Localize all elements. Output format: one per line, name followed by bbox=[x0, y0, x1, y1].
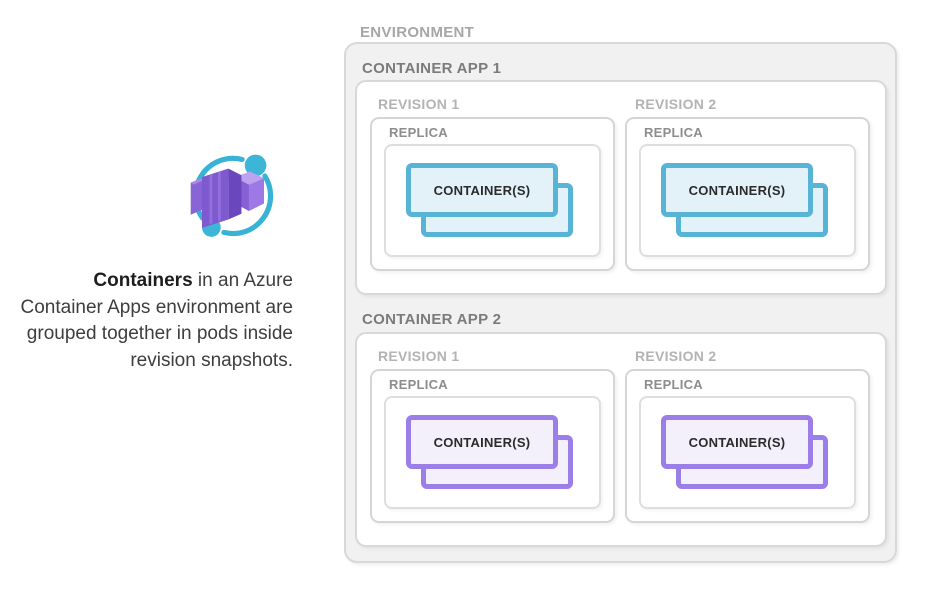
container-app-2-label: CONTAINER APP 2 bbox=[362, 311, 502, 328]
cube-main-side-icon bbox=[228, 168, 242, 220]
cube-slab-icon bbox=[190, 177, 204, 215]
container-app-1-label: CONTAINER APP 1 bbox=[362, 60, 502, 77]
intro-caption-rest: in an Azure Container Apps environment a… bbox=[20, 270, 294, 371]
app1-rev1-replica-label: REPLICA bbox=[389, 125, 448, 140]
app2-revision-2-box: REPLICA CONTAINER(S) bbox=[625, 369, 870, 523]
container-label: CONTAINER(S) bbox=[688, 434, 786, 450]
app2-revision-1-label: REVISION 1 bbox=[378, 348, 460, 364]
app2-revision-1-box: REPLICA CONTAINER(S) bbox=[370, 369, 615, 523]
app1-revision-1-box: REPLICA CONTAINER(S) bbox=[370, 117, 615, 271]
azure-container-apps-icon bbox=[190, 154, 274, 237]
app1-revision-1-label: REVISION 1 bbox=[378, 96, 460, 112]
cube-panel-line-icon bbox=[217, 171, 221, 222]
app2-rev2-container-front: CONTAINER(S) bbox=[661, 415, 813, 469]
app2-rev1-replica-box: CONTAINER(S) bbox=[384, 396, 601, 509]
app1-rev2-replica-box: CONTAINER(S) bbox=[639, 144, 856, 257]
cube-main-front-icon bbox=[201, 168, 229, 228]
app2-rev2-replica-box: CONTAINER(S) bbox=[639, 396, 856, 509]
app2-rev1-container-front: CONTAINER(S) bbox=[406, 415, 558, 469]
container-label: CONTAINER(S) bbox=[433, 182, 531, 198]
app1-rev2-replica-label: REPLICA bbox=[644, 125, 703, 140]
intro-caption: Containers in an Azure Container Apps en… bbox=[13, 268, 294, 374]
cube-right-top-icon bbox=[234, 171, 265, 185]
environment-label: ENVIRONMENT bbox=[360, 24, 475, 41]
app1-rev1-replica-box: CONTAINER(S) bbox=[384, 144, 601, 257]
intro-caption-bold: Containers bbox=[93, 270, 193, 291]
environment-box: CONTAINER APP 1 REVISION 1 REPLICA CONTA… bbox=[344, 42, 897, 563]
container-app-2-box: REVISION 1 REPLICA CONTAINER(S) REVISION… bbox=[355, 332, 887, 547]
orbit-arc-icon bbox=[221, 173, 274, 237]
app1-rev2-container-front: CONTAINER(S) bbox=[661, 163, 813, 217]
cube-right-front-icon bbox=[248, 178, 265, 211]
container-label: CONTAINER(S) bbox=[433, 434, 531, 450]
app1-revision-2-label: REVISION 2 bbox=[635, 96, 717, 112]
container-label: CONTAINER(S) bbox=[688, 182, 786, 198]
orbit-node-icon bbox=[244, 154, 267, 177]
app2-rev1-replica-label: REPLICA bbox=[389, 377, 448, 392]
cube-panel-line-icon bbox=[209, 173, 213, 225]
app1-rev1-container-front: CONTAINER(S) bbox=[406, 163, 558, 217]
container-app-1-box: REVISION 1 REPLICA CONTAINER(S) REVISION… bbox=[355, 80, 887, 295]
app2-rev2-replica-label: REPLICA bbox=[644, 377, 703, 392]
app2-revision-2-label: REVISION 2 bbox=[635, 348, 717, 364]
app1-revision-2-box: REPLICA CONTAINER(S) bbox=[625, 117, 870, 271]
